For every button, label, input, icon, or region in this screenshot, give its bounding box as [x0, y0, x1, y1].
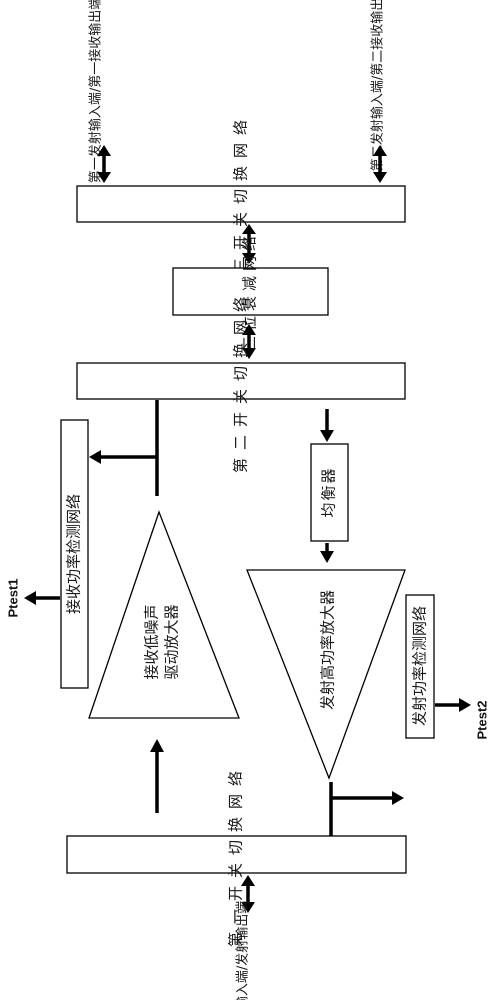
port-first-arrow — [97, 145, 111, 183]
equalizer-to-pa-arrow — [320, 543, 334, 563]
switch3-block: 第三开关切换网络 — [76, 112, 406, 296]
port-second-label: 第二发射输入端/第二接收输出端 — [370, 0, 386, 171]
equalizer-label: 均衡器 — [320, 466, 338, 517]
attenuator-block: 三位衰减网络 — [172, 231, 329, 351]
lna-amplifier: 接收低噪声 驱动放大器 — [88, 510, 240, 719]
switch1-label: 第一开关切换网络 — [227, 763, 245, 947]
tx-detect-block: 发射功率检测网络 — [405, 594, 435, 739]
port-first-label: 第一发射输入端/第一接收输出端 — [88, 0, 104, 183]
attenuator-switch2-arrow — [242, 324, 256, 359]
switch2-block: 第二开关切换网络 — [76, 289, 406, 473]
rx-detect-block: 接收功率检测网络 — [60, 419, 89, 689]
lna-label-line2: 驱动放大器 — [163, 604, 181, 679]
attenuator-label: 三位衰减网络 — [241, 231, 259, 351]
equalizer-block: 均衡器 — [310, 443, 349, 542]
lna-label-line1: 接收低噪声 — [143, 604, 161, 679]
ptest2-arrow — [435, 698, 471, 712]
port-bottom-label: 接收输入端/发射输出端 — [235, 901, 251, 1000]
tx-detect-coupling-arrow — [331, 791, 404, 805]
tx-detect-label: 发射功率检测网络 — [411, 606, 429, 726]
ptest1-arrow — [24, 591, 60, 605]
port-second-arrow — [373, 145, 387, 183]
switch2-label: 第二开关切换网络 — [232, 289, 250, 473]
ptest2-label: Ptest2 — [474, 700, 489, 739]
port-bottom-arrow — [241, 875, 255, 913]
switch2-to-equalizer-arrow — [320, 409, 334, 442]
pa-amplifier: 发射高功率放大器 — [246, 569, 406, 780]
switch1-block: 第一开关切换网络 — [66, 763, 407, 947]
rx-detect-label: 接收功率检测网络 — [65, 494, 83, 614]
switch3-attenuator-arrow — [242, 224, 256, 264]
switch1-to-lna-arrow — [150, 739, 164, 813]
rx-detect-coupling-arrow — [89, 450, 157, 464]
pa-label: 发射高功率放大器 — [319, 590, 337, 710]
switch3-label: 第三开关切换网络 — [232, 112, 250, 296]
ptest1-label: Ptest1 — [5, 578, 20, 617]
